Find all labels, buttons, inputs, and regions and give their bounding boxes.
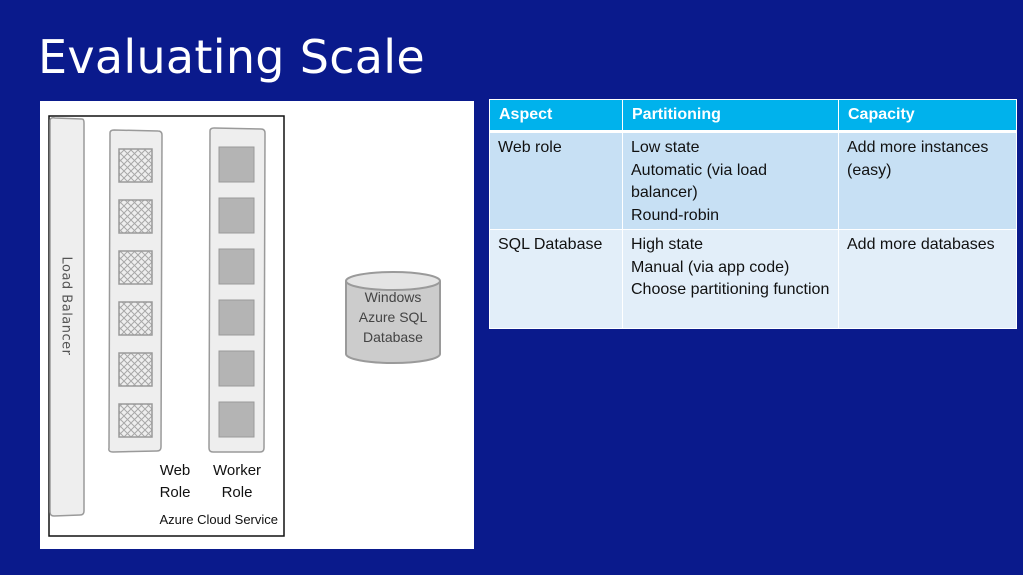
header-capacity: Capacity [838,99,1017,133]
web-role-label: Web Role [159,462,191,501]
table-row-web-role: Web role Low state Automatic (via load b… [489,131,1017,230]
slide-title: Evaluating Scale [38,30,425,84]
cloud-service-label: Azure Cloud Service [159,512,279,527]
worker-role-instance [218,146,255,183]
web-role-instance [118,250,153,285]
worker-role-label: Worker Role [212,462,262,501]
web-role-instance [118,403,153,438]
load-balancer-bar [49,117,85,517]
cell-capacity: Add more instances (easy) [838,131,1017,230]
table-header-row: Aspect Partitioning Capacity [489,99,1017,133]
cell-partitioning: High state Manual (via app code) Choose … [622,229,839,329]
worker-role-instance [218,299,255,336]
web-role-instance [118,352,153,387]
header-aspect: Aspect [489,99,623,133]
architecture-diagram: Load Balancer Web Role Worker Role Azure… [40,101,474,549]
worker-role-instance [218,350,255,387]
web-role-instance [118,301,153,336]
cell-capacity: Add more databases [838,229,1017,329]
diagram-canvas [48,115,441,537]
worker-role-instance [218,197,255,234]
database-label: Windows Azure SQL Database [358,289,428,345]
scale-comparison-table: Aspect Partitioning Capacity Web role Lo… [489,99,1017,329]
table-row-sql-database: SQL Database High state Manual (via app … [489,229,1017,329]
database-cylinder-top [345,271,441,291]
worker-role-instance [218,401,255,438]
web-role-instance [118,148,153,183]
web-role-instance [118,199,153,234]
web-role-instances [118,148,153,438]
header-partitioning: Partitioning [622,99,839,133]
database-cylinder-body [345,281,441,364]
cell-aspect: SQL Database [489,229,623,329]
cloud-service-boundary [48,115,285,537]
cell-aspect: Web role [489,131,623,230]
cell-partitioning: Low state Automatic (via load balancer) … [622,131,839,230]
worker-role-instances [218,146,255,438]
worker-role-instance [218,248,255,285]
